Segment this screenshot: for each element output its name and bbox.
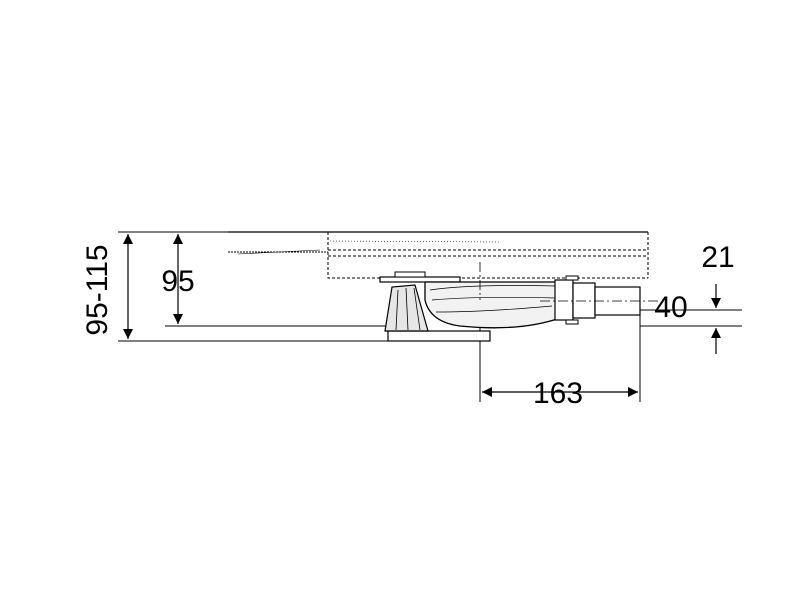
drain-body [379, 271, 641, 342]
floor-layers [228, 231, 649, 279]
dimension-lines [123, 234, 721, 397]
dim-label-outlet-offset: 21 [701, 241, 734, 274]
dim-label-pipe-diameter: 40 [654, 291, 687, 324]
center-lines [479, 262, 660, 302]
dim-label-total-height: 95-115 [81, 244, 114, 335]
dim-label-horizontal-length: 163 [533, 377, 583, 410]
dim-label-inner-height: 95 [161, 265, 194, 298]
